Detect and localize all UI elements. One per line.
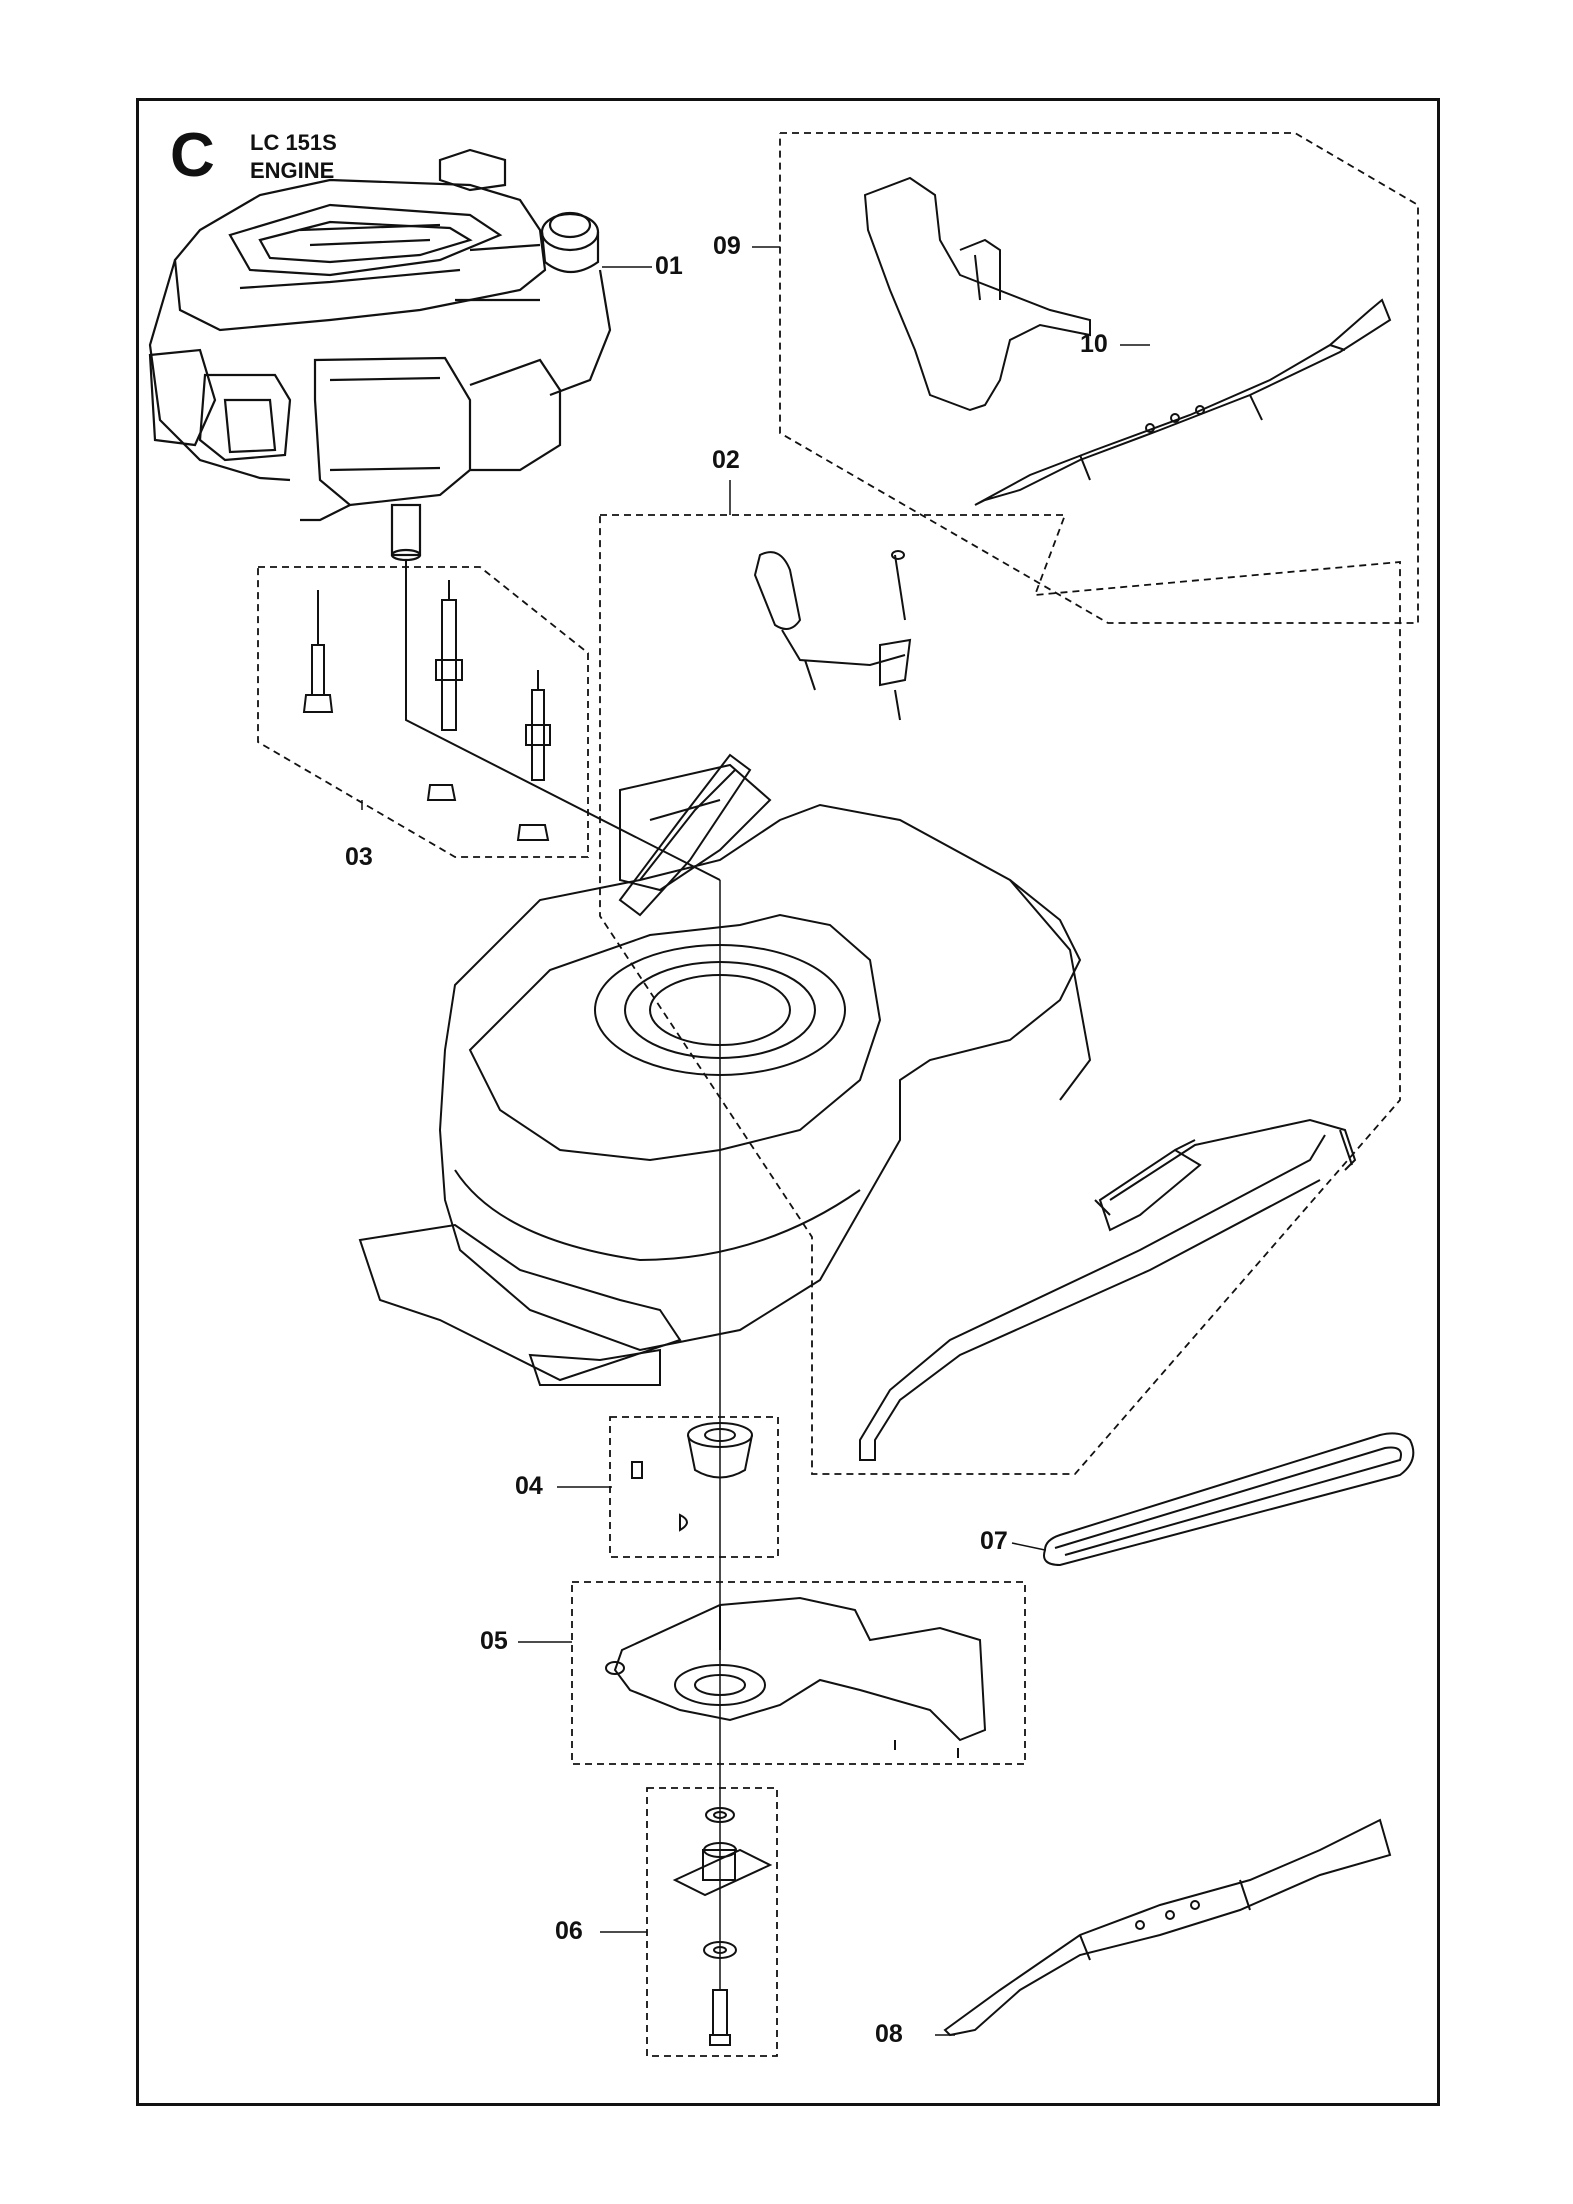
group-box-04 (609, 1416, 779, 1558)
callout-05: 05 (480, 1627, 508, 1655)
callout-02: 02 (712, 446, 740, 474)
group-box-09-10 (779, 132, 1419, 624)
mulch-plug-part-09 (863, 176, 1091, 412)
handle-lever-part (753, 550, 912, 721)
blade-part-08 (943, 1818, 1392, 2037)
leader-lines (361, 246, 1150, 2036)
blade-adapter-part-06 (672, 1807, 773, 2046)
callout-07: 07 (980, 1527, 1008, 1555)
blade-part-10 (974, 298, 1392, 506)
section-subtitle: ENGINE (250, 158, 335, 183)
callout-03: 03 (345, 843, 373, 871)
engine-part-01 (148, 148, 612, 562)
drawing-frame (136, 98, 1440, 2106)
hub-part-04 (631, 1422, 753, 1532)
section-letter: C (170, 121, 215, 190)
callout-09: 09 (713, 232, 741, 260)
belt-cover-part-05 (605, 1596, 987, 1758)
spring-and-rod (859, 1118, 1357, 1461)
mower-deck (358, 763, 1092, 1386)
group-box-06 (646, 1787, 778, 2057)
group-box-02 (599, 514, 1401, 1475)
model-label: LC 151S (250, 130, 337, 155)
belt-part-07 (1043, 1432, 1415, 1567)
callout-10: 10 (1080, 330, 1108, 358)
group-box-03 (257, 566, 589, 858)
height-adjust-plate (618, 753, 752, 917)
callout-01: 01 (655, 252, 683, 280)
callout-08: 08 (875, 2020, 903, 2048)
group-box-05 (571, 1581, 1026, 1765)
callout-06: 06 (555, 1917, 583, 1945)
bolts-part-03 (302, 560, 721, 881)
callout-04: 04 (515, 1472, 543, 1500)
